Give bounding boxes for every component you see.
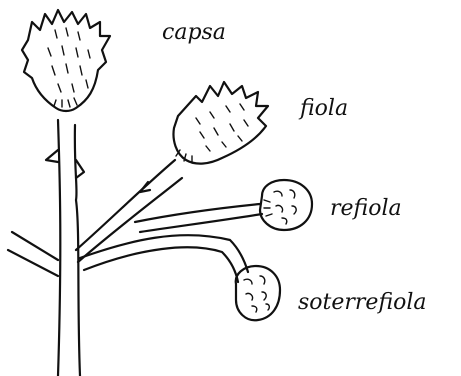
label-fiola: fiola bbox=[300, 96, 348, 121]
main-stem bbox=[8, 120, 262, 376]
soterrefiola-capsule bbox=[236, 266, 280, 320]
label-refiola: refiola bbox=[330, 196, 402, 221]
refiola-capsule bbox=[260, 180, 312, 230]
label-capsa: capsa bbox=[162, 20, 226, 45]
capsa-capsule bbox=[22, 10, 110, 111]
fiola-capsule bbox=[174, 82, 269, 164]
label-soterrefiola: soterrefiola bbox=[298, 290, 427, 315]
